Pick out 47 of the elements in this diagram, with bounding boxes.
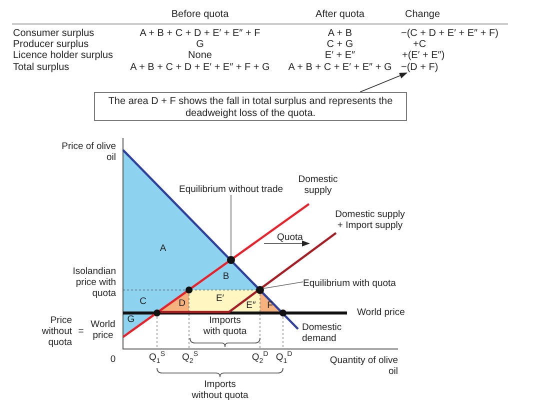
- area-label: E″: [246, 300, 256, 311]
- row-label: Total surplus: [13, 62, 70, 73]
- table-cell: +(E′ + E″): [402, 50, 445, 61]
- annotation: Imports without quota: [190, 379, 250, 401]
- column-header: Change: [405, 9, 440, 20]
- area-label: A: [160, 243, 166, 254]
- area-label: G: [127, 314, 135, 325]
- annotation: Equilibrium with quota: [303, 278, 396, 289]
- table-cell: A + B + C + E′ + E″ + G: [288, 62, 392, 73]
- curve-label: Domestic demand: [302, 322, 343, 344]
- curve-label: Domestic supply: [297, 174, 339, 196]
- table-cell: −(D + F): [401, 62, 438, 73]
- row-label: Consumer surplus: [13, 28, 94, 39]
- column-header: After quota: [316, 9, 364, 20]
- row-label: Producer surplus: [13, 39, 89, 50]
- axis-label: Isolandian price with quota: [72, 266, 116, 299]
- annotation: Equilibrium without trade: [178, 184, 284, 195]
- axis-label: Price of olive oil: [60, 141, 116, 163]
- table-cell: G: [196, 39, 204, 50]
- axis-label: Quantity of olive oil: [328, 355, 398, 377]
- table-cell: None: [188, 50, 212, 61]
- leader-line: [264, 281, 304, 289]
- area-label: D: [178, 298, 186, 309]
- table-cell: −(C + D + E′ + E″ + F): [401, 28, 498, 39]
- curve-label: World price: [357, 307, 405, 318]
- leader-line: [230, 194, 232, 256]
- table-cell: E′ + E″: [324, 50, 356, 61]
- equals-sign: =: [78, 326, 84, 337]
- axis-label: Price without quota: [40, 315, 72, 348]
- area-label: B: [222, 271, 230, 282]
- annotation: Imports with quota: [202, 315, 248, 337]
- tick-label: 0: [110, 354, 116, 365]
- table-cell: A + B + C + D + E′ + E″ + F + G: [130, 62, 270, 73]
- arrow: [360, 72, 408, 92]
- area-label: C: [140, 296, 146, 307]
- axis-label: World price: [90, 319, 116, 341]
- note-box: The area D + F shows the fall in total surplus and represents the deadweight loss of the quota.: [94, 92, 407, 121]
- table-cell: +C: [413, 39, 426, 50]
- curve-label: Quota: [277, 232, 303, 243]
- column-header: Before quota: [171, 9, 229, 20]
- curve-label: Domestic supply + Import supply: [335, 209, 405, 231]
- area-label: E′: [216, 293, 224, 304]
- row-label: Licence holder surplus: [13, 50, 114, 61]
- table-cell: A + B + C + D + E′ + E″ + F: [140, 28, 260, 39]
- area-label: F: [267, 300, 273, 311]
- table-cell: C + G: [326, 39, 354, 50]
- table-cell: A + B: [328, 28, 352, 39]
